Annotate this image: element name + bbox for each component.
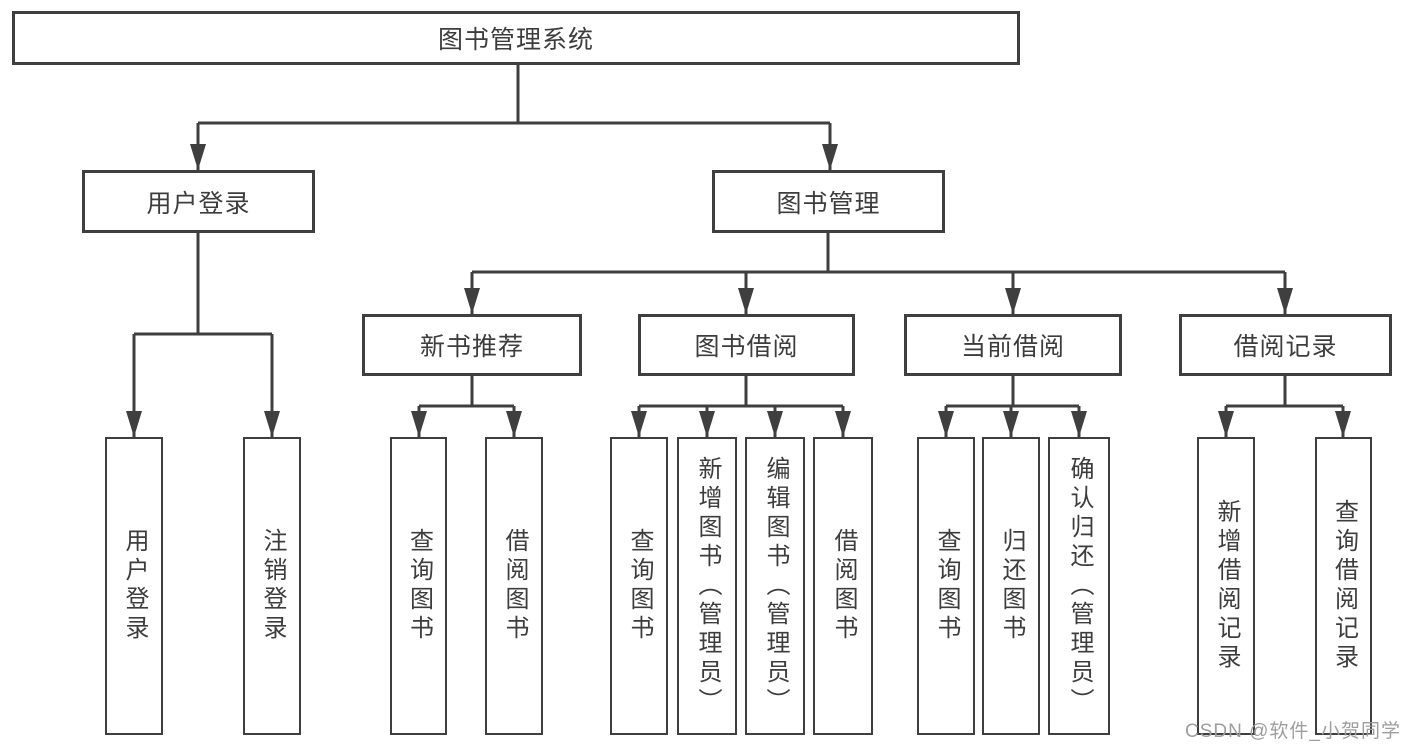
node-borrow-records: 借阅记录: [1179, 314, 1392, 376]
node-current-borrow: 当前借阅: [904, 314, 1122, 376]
node-book-borrow: 图书借阅: [638, 314, 855, 376]
leaf-current-confirm-return: 确认归还（管理员）: [1048, 437, 1110, 735]
leaf-borrow-query-books: 查询图书: [610, 437, 668, 735]
leaf-borrow-add-books: 新增图书（管理员）: [677, 437, 737, 735]
arrowhead-icons: [126, 144, 1351, 437]
csdn-watermark: CSDN @软件_小贺同学: [1185, 721, 1401, 742]
leaf-current-return-books: 归还图书: [982, 437, 1040, 735]
leaf-borrow-edit-books: 编辑图书（管理员）: [745, 437, 805, 735]
leaf-records-query-record: 查询借阅记录: [1315, 437, 1372, 735]
leaf-recommend-query-books: 查询图书: [390, 437, 447, 735]
node-new-book-recommend: 新书推荐: [362, 314, 582, 376]
node-root: 图书管理系统: [12, 11, 1020, 65]
leaf-borrow-borrow-books: 借阅图书: [813, 437, 873, 735]
node-user-login: 用户登录: [82, 170, 315, 233]
node-book-management: 图书管理: [712, 170, 945, 233]
leaf-current-query-books: 查询图书: [917, 437, 975, 735]
leaf-logout: 注销登录: [243, 437, 301, 735]
leaf-records-add-record: 新增借阅记录: [1197, 437, 1255, 735]
leaf-user-login: 用户登录: [105, 437, 163, 735]
leaf-recommend-borrow-books: 借阅图书: [485, 437, 543, 735]
